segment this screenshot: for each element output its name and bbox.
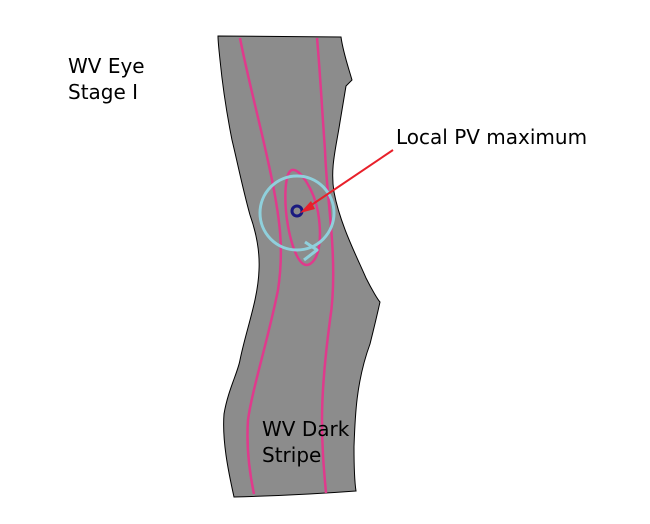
pv-contour-left-line: [238, 37, 283, 495]
wv-dark-stripe-band: [217, 35, 381, 498]
stripe-label-line1: WV Dark: [262, 417, 350, 441]
stage-title-line2: Stage I: [68, 80, 139, 104]
pv-contour-right-line: [315, 37, 335, 494]
pv-pointer-arrowhead-icon: [300, 201, 315, 213]
pv-maximum-label: Local PV maximum: [396, 124, 587, 150]
wv-dark-stripe-label: WV Dark Stripe: [262, 416, 349, 468]
pv-maximum-text: Local PV maximum: [396, 125, 588, 149]
stripe-label-line2: Stripe: [262, 443, 322, 467]
circulation-circle: [258, 174, 336, 252]
stage-title: WV Eye Stage I: [68, 53, 145, 105]
pv-pointer-arrow-line: [306, 149, 394, 209]
pv-closed-contour: [284, 168, 322, 267]
circulation-arrowhead-icon: [303, 240, 319, 262]
stage-title-line1: WV Eye: [68, 54, 145, 78]
